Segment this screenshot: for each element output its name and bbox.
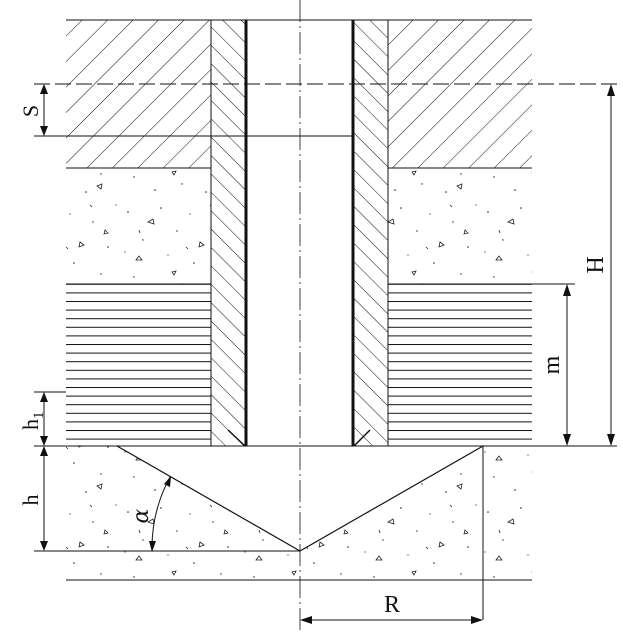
label-H: H: [583, 256, 609, 273]
sand-layer: [66, 168, 532, 284]
dimension-S: S: [18, 84, 48, 136]
casing-right: [351, 20, 389, 447]
label-h1: h1: [18, 412, 47, 431]
label-alpha: α: [129, 508, 154, 523]
dimension-h: h: [18, 446, 48, 551]
casing-left: [210, 20, 248, 447]
label-S: S: [18, 105, 43, 117]
dimension-H: H: [583, 84, 615, 446]
upper-rock-layer: [66, 19, 532, 169]
label-R: R: [384, 592, 400, 618]
angle-alpha: α: [129, 476, 171, 552]
layered-stratum: [66, 283, 532, 446]
dimension-R: R: [300, 592, 483, 624]
dimension-h1: h1: [18, 391, 66, 446]
bore-inner: [34, 0, 617, 632]
dimension-m: m: [532, 283, 575, 446]
label-h: h: [18, 495, 43, 506]
crater-zone: [34, 445, 617, 620]
label-m: m: [539, 355, 565, 374]
